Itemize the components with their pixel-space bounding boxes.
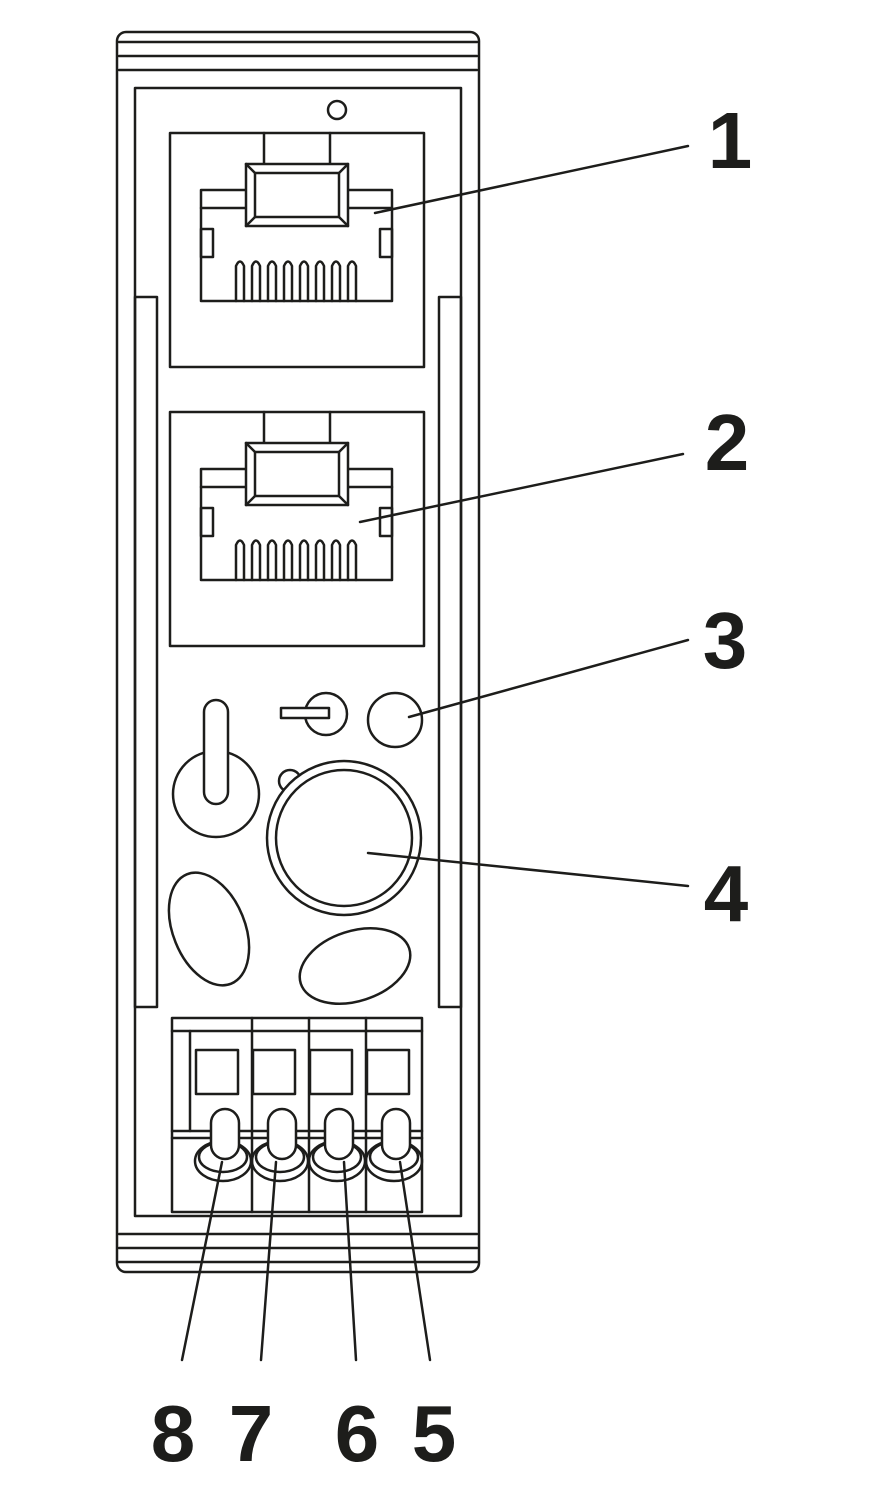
- top-hole-icon: [326, 99, 348, 121]
- callout-2: 2: [705, 398, 750, 487]
- rj45-port-1: [168, 131, 426, 369]
- callout-7: 7: [229, 1389, 274, 1478]
- callout-3: 3: [703, 596, 748, 685]
- leader-line-7: [259, 1160, 278, 1362]
- leader-line-4: [366, 851, 690, 888]
- leader-line-8: [180, 1160, 224, 1362]
- leader-line-2: [358, 452, 685, 524]
- terminal-entry-8: [193, 1107, 253, 1183]
- callout-5: 5: [412, 1389, 457, 1478]
- terminal-block: [170, 1016, 424, 1214]
- rj45-port-2: [168, 410, 426, 648]
- cable-gland-right: [298, 927, 412, 1005]
- leader-lines: [180, 144, 690, 1362]
- callout-4: 4: [704, 849, 749, 938]
- port-2-contacts: [234, 539, 358, 582]
- terminal-entry-7: [250, 1107, 310, 1183]
- callout-6: 6: [335, 1389, 380, 1478]
- terminal-entry-6: [307, 1107, 367, 1183]
- status-led: [366, 691, 424, 749]
- round-connector: [265, 759, 423, 917]
- terminal-entry-5: [364, 1107, 424, 1183]
- callout-labels: 1 2 3 4 5 6 7 8: [151, 96, 753, 1478]
- leader-line-6: [342, 1160, 358, 1362]
- port-1-contacts: [234, 260, 358, 303]
- cable-gland-left: [167, 871, 251, 987]
- leader-line-1: [373, 144, 690, 215]
- callout-1: 1: [708, 96, 753, 185]
- leader-line-3: [407, 638, 690, 719]
- leader-line-5: [398, 1160, 432, 1362]
- device-housing: [115, 30, 481, 1274]
- toggle-switch: [171, 698, 261, 839]
- callout-8: 8: [151, 1389, 196, 1478]
- potentiometer-knob: [279, 691, 349, 737]
